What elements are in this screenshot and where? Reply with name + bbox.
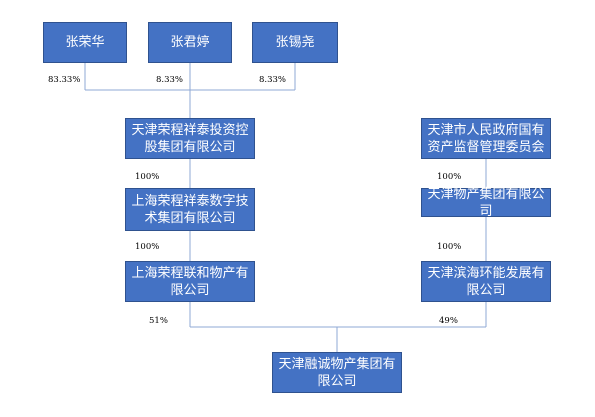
node-label-line2: 资产监督管理委员会 [427,139,545,155]
node-label: 张锡尧 [275,35,315,50]
pct-zhang-ronghua: 83.33% [48,75,81,85]
node-label: 张荣华 [65,35,105,50]
pct-tianjin-to-shanghai-tech: 100% [135,172,160,182]
node-label-line2: 限公司 [466,282,506,298]
node-zhang-ronghua: 张荣华 [43,22,127,63]
pct-zhang-xiyao: 8.33% [259,75,287,85]
pct-shanghai-tech-to-lianhe: 100% [135,242,160,252]
node-label: 张君婷 [170,35,210,50]
node-label: 天津物产集团有限公司 [427,186,545,219]
node-label-line2: 术集团有限公司 [144,210,236,226]
node-tianjin-sasac: 天津市人民政府国有 资产监督管理委员会 [421,118,551,159]
node-label-line1: 上海荣程祥泰数字技 [131,193,249,209]
node-label-line1: 天津融诚物产集团有 [278,356,396,372]
node-label-line1: 天津荣程祥泰投资控 [131,122,249,138]
node-zhang-junting: 张君婷 [148,22,232,63]
node-label-line2: 限公司 [170,282,210,298]
node-tianjin-rongcheng-xiangtai: 天津荣程祥泰投资控 股集团有限公司 [125,118,255,159]
node-shanghai-rongcheng-tech: 上海荣程祥泰数字技 术集团有限公司 [125,188,255,231]
node-label-line1: 上海荣程联和物产有 [131,265,249,281]
node-label-line1: 天津滨海环能发展有 [427,265,545,281]
node-tianjin-binhai-huanneng: 天津滨海环能发展有 限公司 [421,261,551,302]
pct-lianhe-to-final: 51% [149,316,168,326]
pct-zhang-junting: 8.33% [156,75,184,85]
node-label-line2: 股集团有限公司 [144,139,236,155]
node-label-line2: 限公司 [317,373,357,389]
node-tianjin-wuchan: 天津物产集团有限公司 [421,186,551,219]
pct-sasac-to-wuchan: 100% [437,172,462,182]
node-tianjin-rongcheng-wuchan: 天津融诚物产集团有 限公司 [272,352,402,393]
node-shanghai-rongcheng-lianhe: 上海荣程联和物产有 限公司 [125,261,255,302]
pct-binhai-to-final: 49% [439,316,458,326]
pct-wuchan-to-binhai: 100% [437,242,462,252]
node-label-line1: 天津市人民政府国有 [427,122,545,138]
node-zhang-xiyao: 张锡尧 [252,22,338,63]
